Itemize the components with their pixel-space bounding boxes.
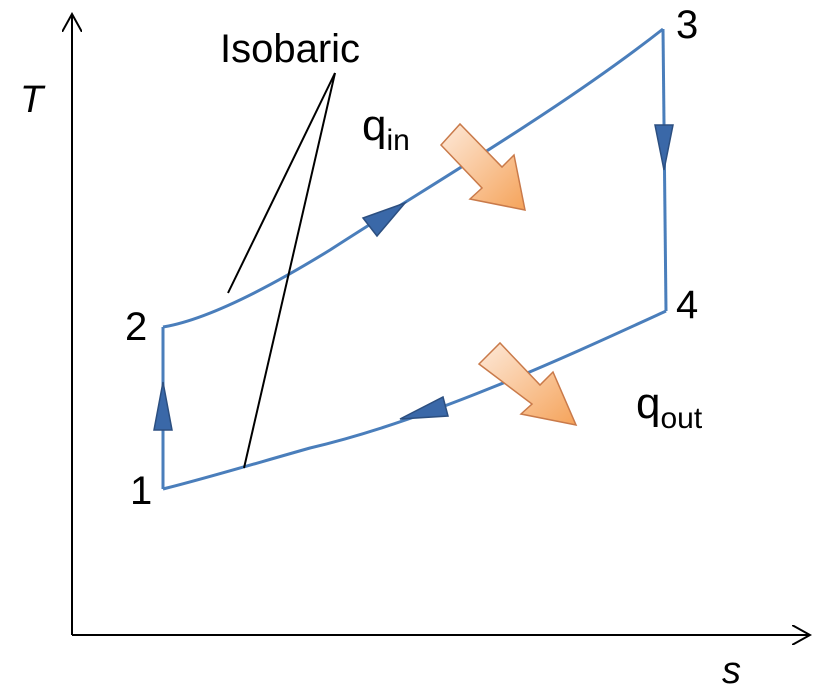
heat-out-subscript: out <box>660 402 702 435</box>
state-label-4: 4 <box>676 283 698 327</box>
process-2-3-isobaric <box>162 27 664 329</box>
direction-arrow-4-1 <box>399 395 449 420</box>
y-axis-label: T <box>20 79 46 121</box>
isobaric-leader-lower <box>243 72 336 469</box>
state-label-1: 1 <box>130 469 152 513</box>
x-axis-label: s <box>722 650 741 687</box>
heat-out-label: qout <box>636 379 703 435</box>
heat-out-symbol: q <box>636 379 660 428</box>
state-label-2: 2 <box>125 305 147 349</box>
isobaric-leader-upper <box>227 72 336 294</box>
isobaric-label: Isobaric <box>220 27 360 71</box>
direction-arrow-3-4 <box>654 124 674 171</box>
heat-in-subscript: in <box>386 124 409 157</box>
heat-in-label: qin <box>362 101 410 157</box>
direction-arrow-2-3 <box>361 201 408 238</box>
heat-out-arrow <box>477 341 578 427</box>
heat-in-symbol: q <box>362 101 386 150</box>
direction-arrow-1-2 <box>153 381 173 431</box>
heat-in-arrow <box>439 122 526 211</box>
process-4-1-isobaric <box>162 309 667 491</box>
state-label-3: 3 <box>676 3 698 47</box>
